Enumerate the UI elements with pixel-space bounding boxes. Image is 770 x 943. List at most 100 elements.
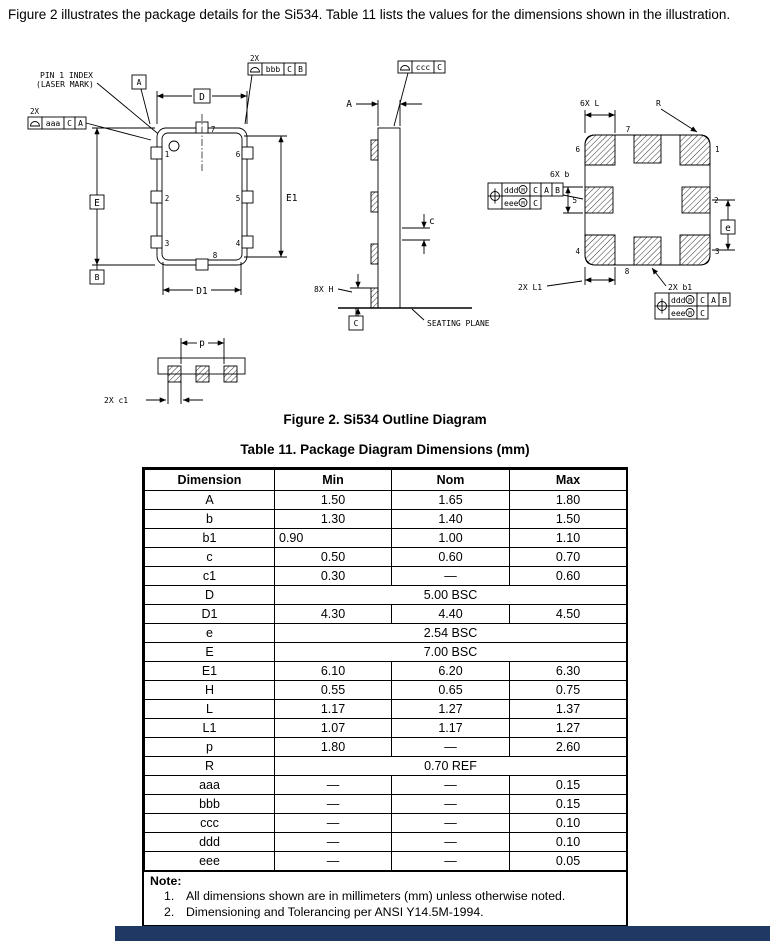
pin-number: 1	[165, 150, 170, 159]
dim-label-D1: D1	[196, 286, 208, 297]
table-cell: 0.05	[509, 851, 627, 871]
center-pad	[633, 236, 662, 266]
table-cell: —	[391, 813, 510, 833]
footer-bar	[115, 926, 770, 941]
datum-ref: C	[700, 296, 705, 305]
profile-pad	[195, 365, 210, 383]
dimension-p: p	[180, 338, 225, 364]
table-cell: 0.50	[274, 547, 392, 567]
table-cell: eee	[144, 851, 275, 871]
table-cell: 1.27	[391, 699, 510, 719]
table-cell: D1	[144, 604, 275, 624]
table-cell: —	[391, 737, 510, 757]
dimension-D: D	[156, 88, 248, 124]
profile-symbol-icon	[400, 65, 410, 71]
table-cell: 0.60	[509, 566, 627, 586]
table-cell: 0.75	[509, 680, 627, 700]
center-pad	[633, 134, 662, 164]
dim-label-b: 6X b	[550, 170, 569, 179]
tolerance-label-aaa: aaa	[46, 119, 61, 128]
table-cell: bbb	[144, 794, 275, 814]
corner-pad	[679, 134, 711, 166]
bottom-view: 6 1 5 2 4 3 7 8 6X L R 6X b	[487, 99, 736, 320]
datum-flag-B: B	[89, 265, 105, 285]
svg-text:M: M	[688, 298, 692, 304]
table-cell: —	[274, 813, 392, 833]
table-cell: e	[144, 623, 275, 643]
table-cell: 0.65	[391, 680, 510, 700]
table-row: bbb——0.15	[144, 794, 627, 814]
fcf-ddd-eee-left: ddd M C A B eee M C	[487, 182, 584, 210]
table-cell: 1.65	[391, 490, 510, 510]
position-symbol-icon	[487, 188, 503, 204]
bottom-pads	[584, 134, 711, 266]
table-cell: 4.50	[509, 604, 627, 624]
seating-plane: C SEATING PLANE	[338, 307, 490, 331]
table-cell: 1.00	[391, 528, 510, 548]
table-cell: —	[391, 775, 510, 795]
pin1-index-circle	[168, 140, 180, 152]
table-cell: 5.00 BSC	[274, 585, 627, 605]
tolerance-label-ccc: ccc	[416, 63, 431, 72]
pin-number: 2	[714, 196, 719, 205]
basic-dim-box	[89, 194, 105, 210]
table-cell: 0.90	[274, 528, 392, 548]
dimension-H: 8X H	[314, 274, 371, 322]
pin-number: 1	[715, 145, 720, 154]
datum-ref: C	[437, 63, 442, 72]
pin-number: 6	[575, 145, 580, 154]
pin-number: 5	[236, 194, 241, 203]
mmc-symbol-icon: M	[685, 308, 695, 317]
table-cell: H	[144, 680, 275, 700]
pin-number: 6	[236, 150, 241, 159]
table-cell: 1.27	[509, 718, 627, 738]
dimension-A: A	[346, 99, 422, 126]
datum-ref: A	[78, 119, 83, 128]
datum-ref: B	[555, 186, 560, 195]
pin-number: 8	[625, 267, 630, 276]
dim-label-R: R	[656, 99, 661, 108]
side-pad	[370, 139, 379, 161]
table-cell: 1.37	[509, 699, 627, 719]
table-cell: L1	[144, 718, 275, 738]
svg-text:M: M	[688, 311, 692, 317]
table-cell: —	[274, 832, 392, 852]
table-cell: —	[274, 851, 392, 871]
col-header-dimension: Dimension	[144, 469, 275, 491]
table-cell: 1.17	[274, 699, 392, 719]
table-cell: 6.20	[391, 661, 510, 681]
dim-label-E1: E1	[286, 193, 298, 204]
tolerance-label-eee: eee	[671, 309, 686, 318]
dim-label-L1: 2X L1	[518, 283, 542, 292]
table-cell: 0.70 REF	[274, 756, 627, 776]
fcf-bbb: 2X bbb C B	[244, 54, 307, 125]
table-cell: —	[274, 775, 392, 795]
side-pad	[370, 287, 379, 309]
table-cell: 4.40	[391, 604, 510, 624]
table-cell: 1.07	[274, 718, 392, 738]
dim-label-c: c	[429, 216, 435, 227]
dim-label-H: 8X H	[314, 285, 333, 294]
profile-pad	[167, 365, 182, 383]
mmc-symbol-icon: M	[685, 295, 695, 304]
dim-label-D: D	[199, 92, 205, 103]
figure-caption: Figure 2. Si534 Outline Diagram	[283, 412, 487, 427]
table-cell: R	[144, 756, 275, 776]
corner-pad	[584, 134, 616, 166]
dim-label-c1: 2X c1	[104, 396, 128, 405]
note-list: 1.All dimensions shown are in millimeter…	[150, 889, 620, 920]
dimension-c: c	[402, 214, 435, 254]
table-cell: 4.30	[274, 604, 392, 624]
package-side-body	[377, 127, 401, 309]
table-row: eee——0.05	[144, 851, 627, 871]
position-symbol-icon	[654, 298, 670, 314]
table-cell: 1.80	[509, 490, 627, 510]
